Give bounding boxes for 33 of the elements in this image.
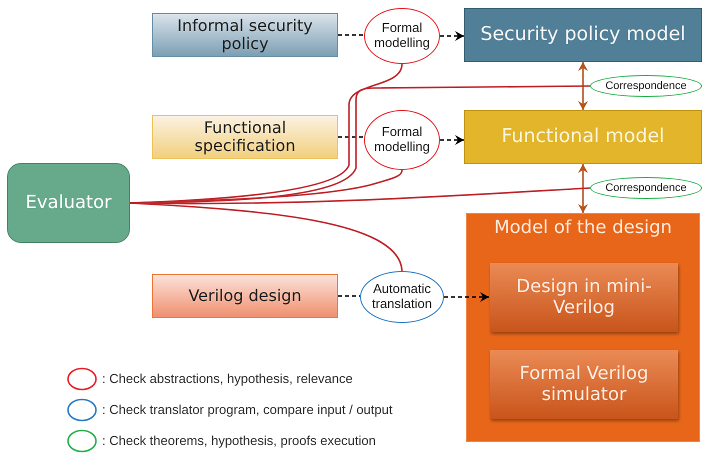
process-box [152, 13, 338, 57]
dashed-arrow [444, 292, 489, 302]
model-box [464, 110, 702, 164]
node-label: Formal Verilog simulator [518, 364, 650, 406]
model-box [464, 8, 702, 62]
process-box [152, 115, 338, 159]
group-panel [466, 213, 700, 442]
node-label: Evaluator [26, 192, 112, 214]
connector-line [130, 187, 590, 204]
node-label: Functional model [502, 126, 664, 148]
legend-text: : Check translator program, compare input / output [102, 402, 392, 417]
node-label: Automatic translation [371, 282, 433, 312]
legend-text: : Check abstractions, hypothesis, relevance [102, 371, 353, 386]
process-box [152, 274, 338, 318]
panel-heading: Model of the design [494, 218, 672, 239]
model-box [490, 263, 678, 332]
node-label: Formal modelling [373, 125, 431, 155]
dashed-arrow [440, 31, 464, 41]
dashed-arrow [440, 135, 464, 145]
node-label: Correspondence [605, 182, 687, 194]
arrow [578, 62, 588, 110]
node-label: Correspondence [605, 80, 687, 92]
model-box [490, 350, 678, 419]
arrow [578, 164, 588, 213]
node-label: Functional specification [194, 118, 296, 156]
legend-text: : Check theorems, hypothesis, proofs execution [102, 433, 376, 448]
node-label: Verilog design [188, 286, 302, 306]
node-label: Security policy model [480, 24, 686, 46]
node-label: Formal modelling [373, 21, 431, 51]
evaluator-box [7, 163, 130, 243]
node-label: Design in mini-Verilog [515, 276, 653, 318]
node-label: Informal security policy [176, 16, 314, 54]
connector-line [130, 202, 403, 272]
